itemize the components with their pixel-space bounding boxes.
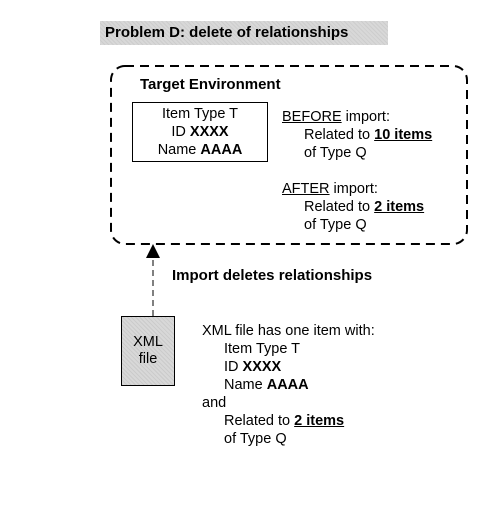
page-title: Problem D: delete of relationships (100, 21, 388, 45)
xml-desc-related-prefix: Related to (224, 413, 295, 429)
after-related-prefix: Related to (304, 199, 375, 215)
xml-description: XML file has one item with: Item Type T … (202, 322, 375, 448)
before-heading: BEFORE import: (282, 108, 432, 126)
before-block: BEFORE import: Related to 10 items of Ty… (282, 108, 432, 162)
xml-file-box: XML file (121, 316, 175, 386)
xml-desc-id-prefix: ID (224, 359, 243, 375)
import-arrow-head (146, 244, 160, 258)
xml-desc-id-line: ID XXXX (202, 358, 375, 376)
after-suffix: import: (329, 181, 378, 197)
after-related-value: 2 items (374, 199, 425, 215)
xml-desc-name-line: Name AAAA (202, 376, 375, 394)
item-id-line: ID XXXX (133, 123, 267, 141)
import-arrow-label: Import deletes relationships (172, 267, 373, 284)
xml-desc-and: and (202, 395, 227, 411)
before-related-line: Related to 10 items (282, 126, 432, 144)
xml-desc-related-line: Related to 2 items (202, 412, 375, 430)
after-of-type: of Type Q (304, 217, 367, 233)
xml-desc-id-value: XXXX (242, 359, 282, 375)
before-suffix: import: (341, 109, 390, 125)
xml-desc-item-type: Item Type T (224, 341, 301, 357)
after-related-line: Related to 2 items (282, 198, 424, 216)
xml-box-line2: file (138, 351, 158, 367)
xml-desc-name-prefix: Name (224, 377, 267, 393)
before-label: BEFORE (282, 109, 342, 125)
target-item-box: Item Type T ID XXXX Name AAAA (132, 102, 268, 162)
xml-box-line1: XML (133, 334, 163, 350)
xml-desc-name-value: AAAA (266, 377, 309, 393)
before-of-type: of Type Q (304, 145, 367, 161)
item-name-line: Name AAAA (133, 141, 267, 159)
item-id-prefix: ID (171, 124, 190, 140)
item-name-prefix: Name (157, 142, 201, 158)
xml-desc-related-value: 2 items (294, 413, 345, 429)
target-environment-frame (110, 65, 468, 245)
item-type-line: Item Type T (161, 106, 239, 122)
item-id-value: XXXX (189, 124, 229, 140)
item-name-value: AAAA (200, 142, 243, 158)
target-environment-title: Target Environment (140, 76, 281, 93)
before-related-prefix: Related to (304, 127, 375, 143)
xml-desc-line1: XML file has one item with: (202, 323, 375, 339)
before-related-value: 10 items (374, 127, 433, 143)
after-heading: AFTER import: (282, 180, 424, 198)
after-label: AFTER (282, 181, 330, 197)
xml-desc-of-type: of Type Q (224, 431, 287, 447)
after-block: AFTER import: Related to 2 items of Type… (282, 180, 424, 234)
